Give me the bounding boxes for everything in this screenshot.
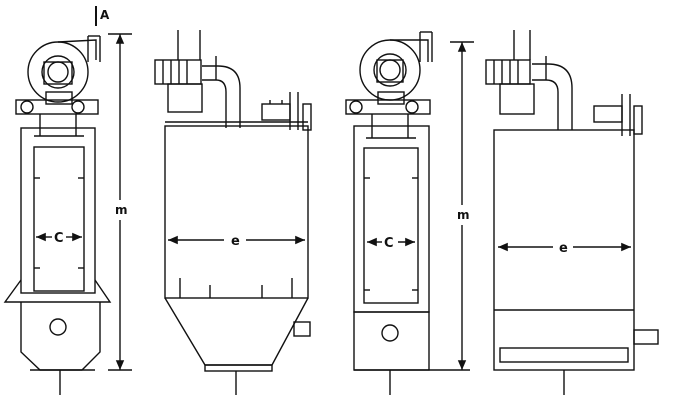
dim-label-e-1: e bbox=[231, 234, 240, 249]
view-3-side: C m bbox=[345, 31, 474, 395]
view-2-front: e bbox=[154, 30, 312, 395]
dim-label-c-1: C bbox=[54, 231, 64, 246]
section-label-a: A bbox=[100, 8, 110, 22]
view-1-body bbox=[20, 127, 96, 294]
dim-label-m-1: m bbox=[115, 203, 128, 217]
view-1-side: A C bbox=[3, 6, 132, 395]
motor-icon bbox=[154, 59, 202, 85]
fan-housing-icon-2 bbox=[359, 39, 421, 101]
dim-label-e-2: e bbox=[559, 241, 568, 256]
discharge-port-icon-2 bbox=[381, 324, 399, 342]
motor-icon-2 bbox=[485, 59, 531, 85]
view-4-front: e bbox=[485, 30, 659, 395]
fan-housing-icon bbox=[27, 41, 89, 103]
dim-label-c-2: C bbox=[384, 236, 394, 251]
discharge-port-icon bbox=[49, 318, 67, 336]
dim-label-m-2: m bbox=[457, 208, 470, 222]
view-2-body bbox=[164, 125, 309, 299]
